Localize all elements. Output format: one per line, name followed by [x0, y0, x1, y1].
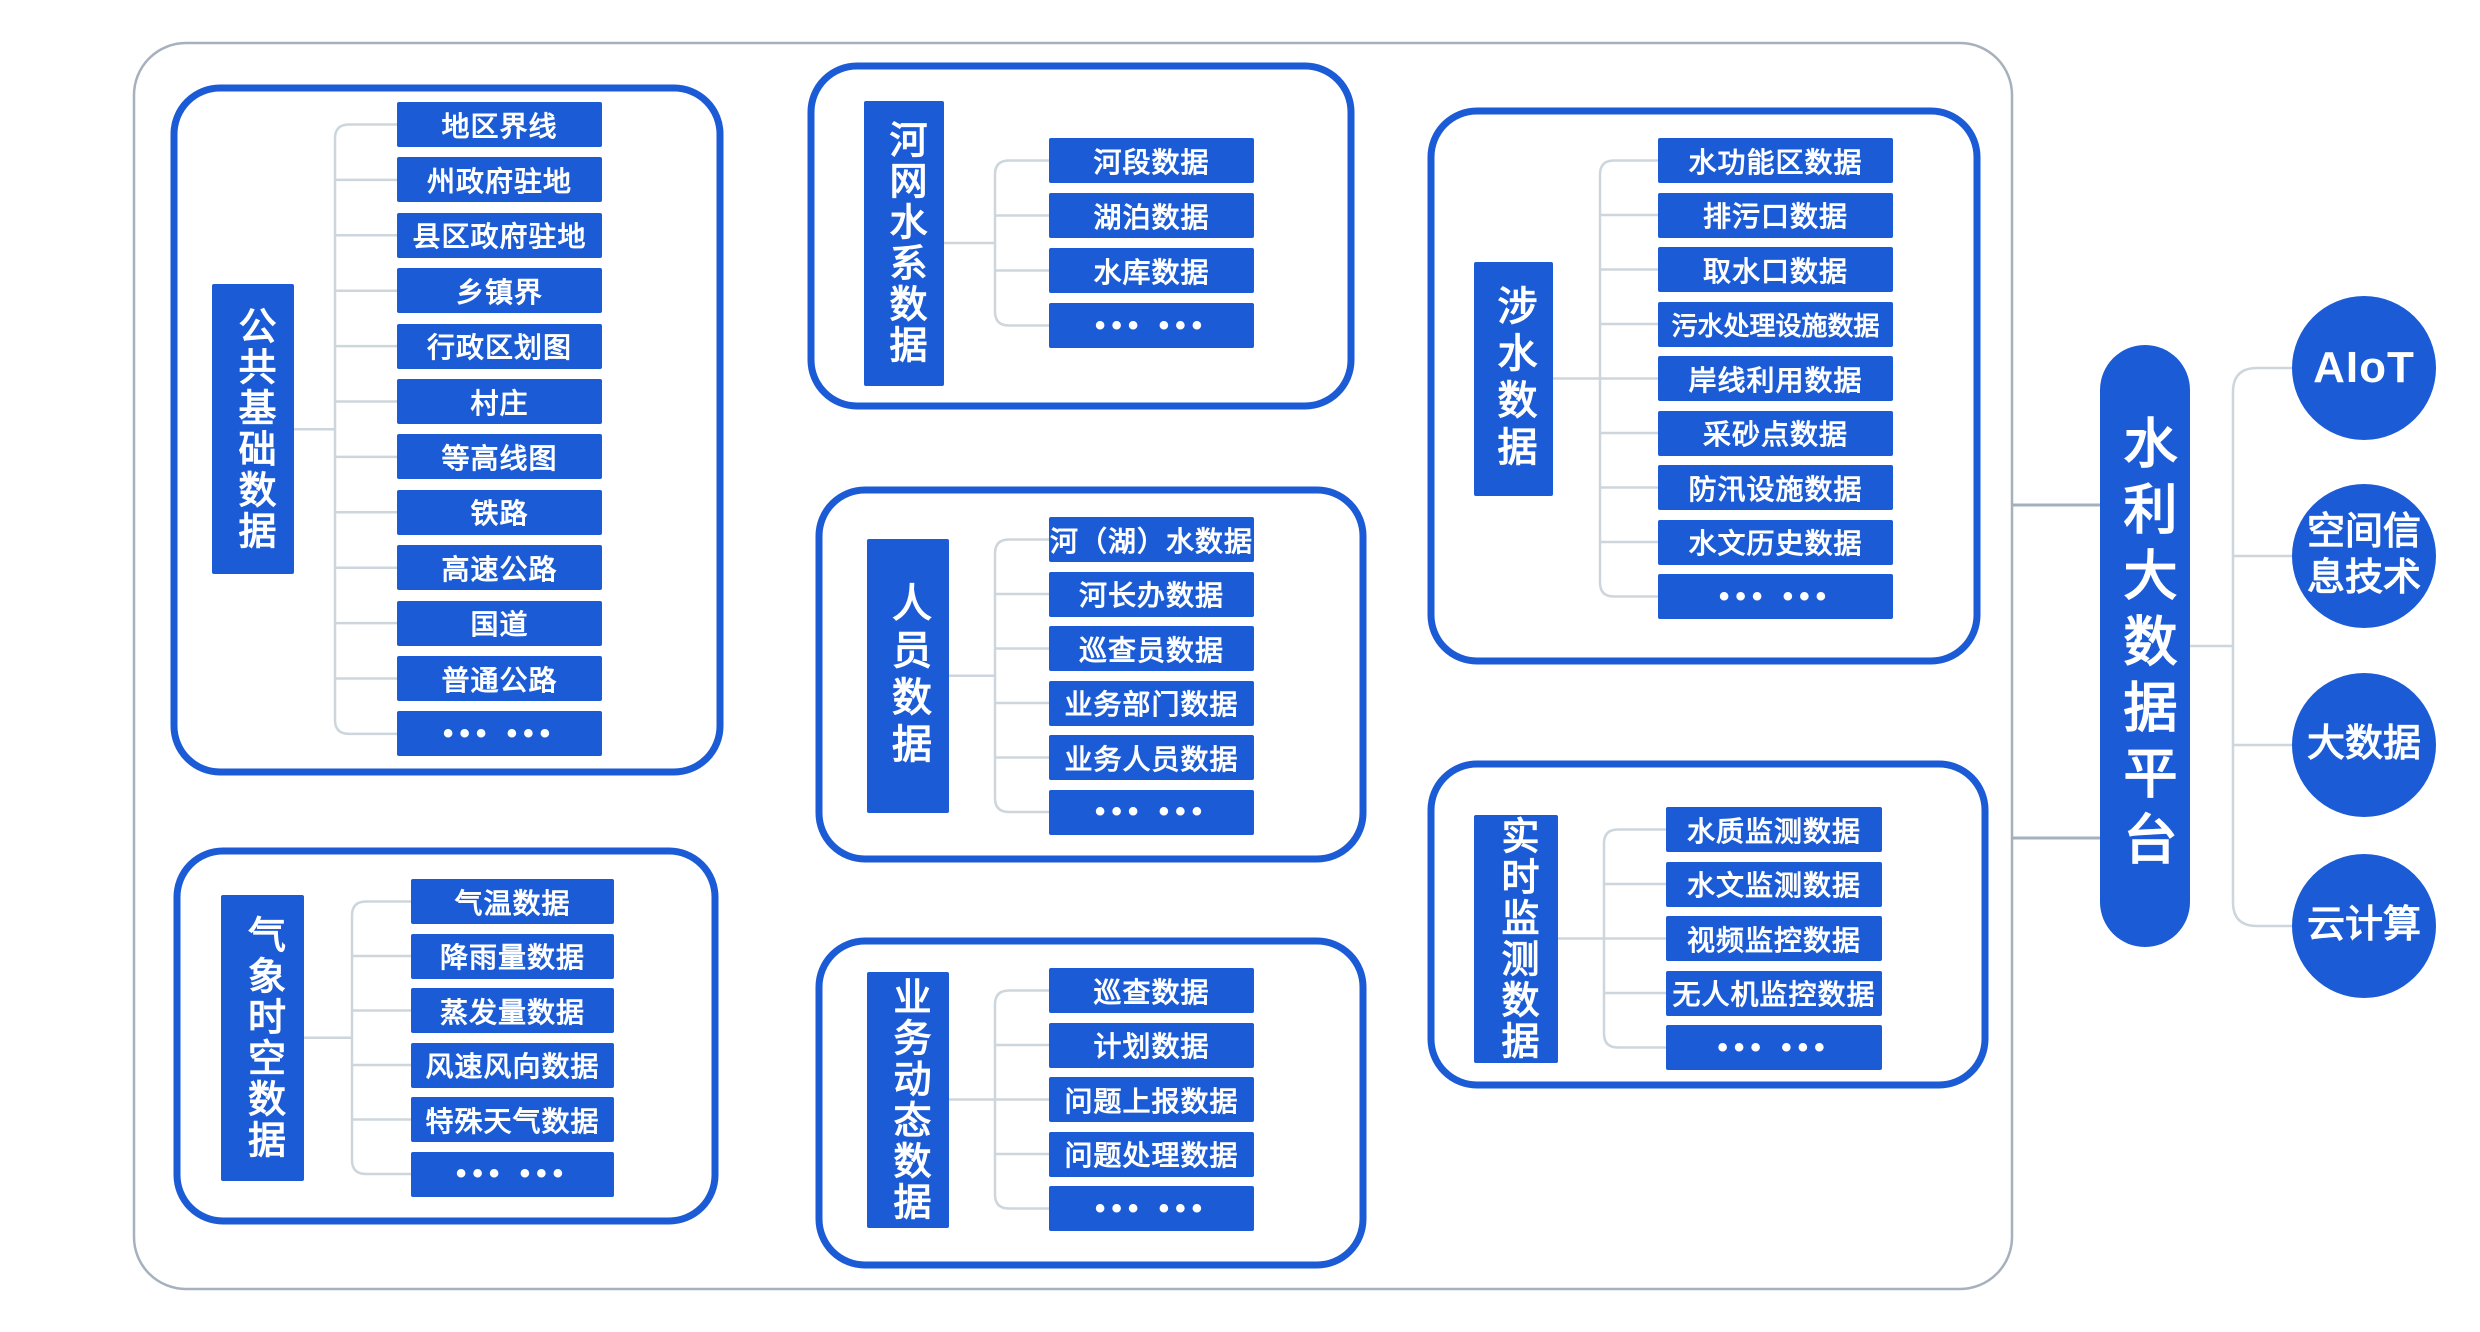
- item-box: 问题处理数据: [1049, 1131, 1254, 1177]
- item-box: 特殊天气数据: [411, 1097, 614, 1142]
- tech-circle-cloud-computing: 云计算: [2292, 854, 2436, 998]
- item-box: 行政区划图: [397, 323, 602, 369]
- item-box: 污水处理设施数据: [1658, 301, 1893, 347]
- group-label-business-dynamic: 业务动态数据: [867, 971, 949, 1228]
- item-box: 河段数据: [1049, 138, 1254, 183]
- group-label-water-related: 涉水数据: [1474, 261, 1553, 496]
- group-border-realtime-monitoring: [1427, 760, 1989, 1089]
- item-box-ellipsis: ••• •••: [1666, 1025, 1882, 1070]
- item-box: 问题上报数据: [1049, 1077, 1254, 1122]
- item-box-ellipsis: ••• •••: [1049, 1186, 1254, 1231]
- item-box: 巡查员数据: [1049, 626, 1254, 671]
- tech-circle-aiot: AIoT: [2292, 296, 2436, 440]
- group-bracket-meteorological: [350, 900, 411, 1176]
- item-box: 水功能区数据: [1658, 138, 1893, 183]
- item-box: 业务部门数据: [1049, 680, 1254, 726]
- item-box: 铁路: [397, 489, 602, 535]
- item-box: 风速风向数据: [411, 1042, 614, 1088]
- item-box-ellipsis: ••• •••: [411, 1151, 614, 1197]
- item-box: 州政府驻地: [397, 157, 602, 203]
- group-border-business-dynamic: [815, 937, 1367, 1269]
- item-box: 气温数据: [411, 879, 614, 924]
- item-box: 岸线利用数据: [1658, 356, 1893, 401]
- platform-title-pill: 水利大数据平台: [2100, 345, 2190, 947]
- item-box: 计划数据: [1049, 1022, 1254, 1068]
- group-bracket-personnel: [993, 538, 1049, 814]
- item-box-ellipsis: ••• •••: [1049, 789, 1254, 835]
- group-border-meteorological: [173, 847, 719, 1225]
- item-box: 降雨量数据: [411, 933, 614, 979]
- group-border-water-related: [1427, 107, 1981, 665]
- item-box: 乡镇界: [397, 268, 602, 314]
- item-box: 河长办数据: [1049, 571, 1254, 617]
- item-box-ellipsis: ••• •••: [1658, 574, 1893, 619]
- item-box: 视频监控数据: [1666, 916, 1882, 961]
- item-box: 高速公路: [397, 545, 602, 591]
- tech-circle-spatial-info-tech: 空间信息技术: [2292, 484, 2436, 628]
- tech-circle-label: 大数据: [2306, 723, 2421, 766]
- technology-trunk: [2231, 366, 2292, 928]
- item-box: 等高线图: [397, 434, 602, 480]
- item-box: 无人机监控数据: [1666, 970, 1882, 1016]
- item-box: 防汛设施数据: [1658, 465, 1893, 510]
- item-box: 普通公路: [397, 656, 602, 701]
- item-box: 湖泊数据: [1049, 193, 1254, 238]
- group-border-public-basic: [170, 84, 724, 776]
- item-box-ellipsis: ••• •••: [397, 711, 602, 757]
- group-label-meteorological: 气象时空数据: [221, 894, 304, 1181]
- item-box-ellipsis: ••• •••: [1049, 303, 1254, 348]
- item-box: 河（湖）水数据: [1049, 517, 1254, 562]
- group-label-realtime-monitoring: 实时监测数据: [1474, 814, 1558, 1063]
- item-box: 蒸发量数据: [411, 988, 614, 1033]
- item-box: 水库数据: [1049, 248, 1254, 293]
- group-label-river-network: 河网水系数据: [864, 100, 944, 386]
- group-bracket-public-basic: [333, 123, 397, 736]
- group-label-personnel: 人员数据: [867, 538, 949, 813]
- tech-circle-label: 云计算: [2306, 904, 2421, 947]
- data-lake-container-border: [132, 41, 2014, 1291]
- item-box: 水文历史数据: [1658, 519, 1893, 565]
- group-border-river-network: [807, 62, 1355, 410]
- item-box: 地区界线: [397, 102, 602, 147]
- tech-circle-label: 空间信息技术: [2306, 511, 2421, 599]
- item-box: 采砂点数据: [1658, 410, 1893, 456]
- group-label-public-basic: 公共基础数据: [212, 284, 294, 575]
- item-box: 国道: [397, 600, 602, 646]
- item-box: 排污口数据: [1658, 192, 1893, 238]
- item-box: 县区政府驻地: [397, 212, 602, 258]
- group-border-personnel: [815, 486, 1367, 863]
- group-bracket-river-network: [993, 159, 1049, 327]
- item-box: 村庄: [397, 379, 602, 424]
- tech-circle-label: AIoT: [2313, 342, 2415, 392]
- item-box: 取水口数据: [1658, 247, 1893, 292]
- item-box: 巡查数据: [1049, 968, 1254, 1013]
- platform-title: 水利大数据平台: [2115, 415, 2175, 877]
- item-box: 水文监测数据: [1666, 861, 1882, 907]
- tech-circle-big-data: 大数据: [2292, 673, 2436, 817]
- item-box: 业务人员数据: [1049, 735, 1254, 780]
- item-box: 水质监测数据: [1666, 807, 1882, 852]
